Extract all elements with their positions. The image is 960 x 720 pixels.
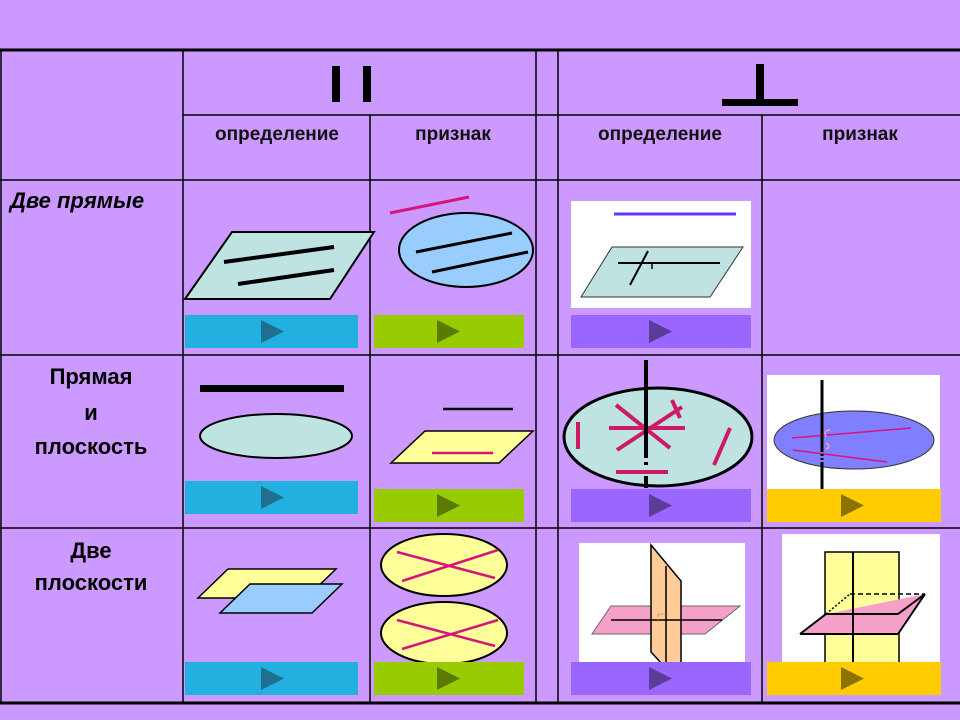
play-button-perpendicular-lines-definition[interactable] [571,315,751,348]
parallel-line-plane-criterion-illustration [389,407,535,464]
row-label-two-planes-2: плоскости [35,570,148,595]
perpendicular-planes-illustration [579,542,745,665]
play-icon [437,494,460,517]
play-button-perpendicular-planes-definition[interactable] [571,662,751,695]
perpendicular-lines-illustration [571,201,751,308]
parallel-criterion-header: признак [415,124,491,145]
perpendicular-line-plane-criterion-illustration [767,375,940,489]
parallel-lines-plane-illustration [183,231,376,300]
play-icon [649,320,672,343]
row-label-line-plane-2: и [84,400,98,425]
play-icon [649,494,672,517]
parallel-planes-illustration [196,568,344,614]
play-icon [261,667,284,690]
play-button-parallel-planes-criterion[interactable] [374,662,524,695]
parallel-planes-criterion-illustration [380,533,508,665]
row-label-two-planes-1: Две [70,538,111,563]
play-icon [841,494,864,517]
play-button-perpendicular-line-plane-definition[interactable] [571,489,751,522]
play-button-parallel-lines-criterion[interactable] [374,315,524,348]
play-button-perpendicular-planes-criterion[interactable] [767,662,941,695]
perpendicular-definition-header: определение [598,124,722,145]
play-icon [261,486,284,509]
parallel-line-plane-illustration [199,385,353,459]
play-button-perpendicular-line-plane-criterion[interactable] [767,489,941,522]
play-button-parallel-lines-definition[interactable] [185,315,358,348]
perpendicular-criterion-header: признак [822,124,898,145]
perpendicular-symbol-icon [722,64,798,106]
row-label-two-lines: Две прямые [8,188,144,213]
perpendicular-planes-criterion-illustration [782,534,940,666]
play-icon [437,320,460,343]
parallel-symbol-icon [332,66,371,102]
play-icon [649,667,672,690]
parallel-lines-ellipse-illustration [389,195,534,288]
play-button-parallel-line-plane-criterion[interactable] [374,489,524,522]
row-label-line-plane-1: Прямая [50,364,133,389]
play-button-parallel-line-plane-definition[interactable] [185,481,358,514]
play-icon [437,667,460,690]
play-icon [261,320,284,343]
table-grid [0,48,960,705]
row-label-line-plane-3: плоскость [35,434,148,459]
perpendicular-line-plane-illustration [562,360,754,488]
parallel-definition-header: определение [215,124,339,145]
play-button-parallel-planes-definition[interactable] [185,662,358,695]
play-icon [841,667,864,690]
